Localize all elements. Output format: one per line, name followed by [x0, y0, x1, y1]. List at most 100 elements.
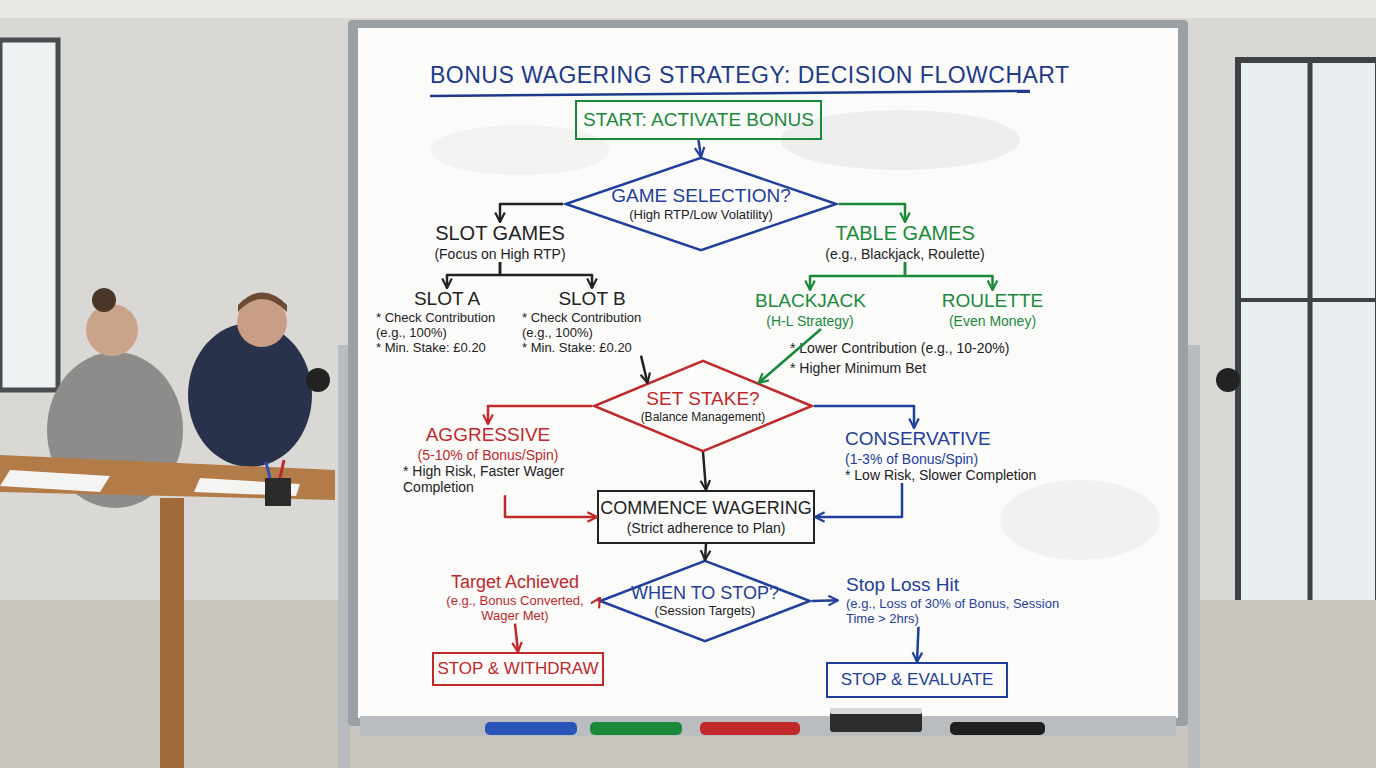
flow-arrow	[641, 356, 648, 383]
flow-arrow	[810, 262, 905, 290]
node-text: (e.g., Blackjack, Roulette)	[815, 246, 995, 262]
flow-arrow	[515, 624, 518, 652]
marker-pen	[485, 722, 577, 735]
board-frame	[348, 20, 1188, 726]
branch-heading: TABLE GAMES(e.g., Blackjack, Roulette)	[815, 222, 995, 262]
window-mullion	[1308, 60, 1313, 620]
person-head	[86, 304, 138, 356]
title-underline	[430, 91, 1030, 96]
node-text: (Strict adherence to Plan)	[627, 520, 786, 536]
pen	[280, 460, 284, 478]
node-text: (5-10% of Bonus/Spin)	[403, 447, 573, 463]
pen-cup	[265, 478, 291, 506]
node-heading: SLOT A	[376, 288, 518, 310]
node-text: (H-L Strategy)	[755, 313, 865, 329]
option-note: ROULETTE(Even Money)	[935, 290, 1050, 329]
option-note: SLOT B* Check Contribution (e.g., 100%)*…	[522, 288, 662, 356]
option-note: CONSERVATIVE(1-3% of Bonus/Spin)* Low Ri…	[830, 428, 1070, 483]
flow-arrow	[917, 627, 919, 662]
marker-pen	[700, 722, 800, 735]
flow-arrow	[812, 599, 838, 602]
outcome-note: Stop Loss Hit(e.g., Loss of 30% of Bonus…	[838, 574, 1068, 627]
node-text: * Min. Stake: £0.20	[376, 341, 518, 356]
flow-arrow	[505, 495, 597, 517]
node-heading: BLACKJACK	[755, 290, 865, 312]
pen	[266, 462, 270, 478]
node-heading: SLOT GAMES	[420, 222, 580, 245]
stand-knob	[1216, 368, 1240, 392]
flow-arrow	[699, 140, 702, 157]
stand-knob	[306, 368, 330, 392]
node-heading: ROULETTE	[935, 290, 1050, 312]
node-heading: COMMENCE WAGERING	[600, 498, 811, 519]
node-text: (Balance Management)	[641, 411, 766, 425]
flow-arrow	[703, 452, 706, 490]
flow-arrow	[839, 204, 905, 222]
node-heading: START: ACTIVATE BONUS	[583, 109, 814, 131]
node-text: * High Risk, Faster Wager Completion	[403, 463, 573, 495]
right-window	[1238, 60, 1376, 620]
node-heading: SLOT B	[522, 288, 662, 310]
flow-arrow	[447, 262, 500, 288]
option-note: AGGRESSIVE(5-10% of Bonus/Spin)* High Ri…	[403, 424, 573, 495]
node-text: * Low Risk, Slower Completion	[845, 467, 1070, 483]
flow-arrow	[488, 406, 592, 424]
person-body	[188, 323, 312, 467]
flow-arrow	[905, 262, 993, 290]
marker-tray	[360, 716, 1176, 736]
decision-diamond: WHEN TO STOP?(Session Targets)	[598, 560, 812, 642]
whiteboard	[358, 28, 1178, 718]
node-heading: Stop Loss Hit	[846, 574, 1068, 596]
paper-sheet	[0, 470, 110, 492]
ceiling	[0, 0, 1376, 18]
diamond-outline	[594, 361, 812, 451]
diamond-outline	[600, 561, 810, 641]
node-text: * Check Contribution (e.g., 100%)	[376, 311, 518, 341]
node-text: (High RTP/Low Volatility)	[629, 208, 773, 223]
node-heading: Target Achieved	[430, 572, 600, 593]
node-heading: WHEN TO STOP?	[631, 583, 779, 604]
flow-arrow	[500, 262, 592, 288]
option-note: SLOT A* Check Contribution (e.g., 100%)*…	[376, 288, 518, 356]
marker-pen	[590, 722, 682, 735]
table-leg	[160, 498, 184, 768]
eraser-felt	[830, 708, 922, 714]
decision-diamond: GAME SELECTION?(High RTP/Low Volatility)	[563, 157, 839, 251]
node-heading: TABLE GAMES	[815, 222, 995, 245]
window-mullion	[1238, 298, 1376, 302]
marker-pen	[950, 722, 1045, 735]
node-heading: CONSERVATIVE	[845, 428, 1070, 450]
node-heading: GAME SELECTION?	[611, 185, 791, 207]
flow-arrow	[815, 483, 902, 517]
node-text: (e.g., Loss of 30% of Bonus, Session Tim…	[846, 597, 1068, 627]
diagram-title: BONUS WAGERING STRATEGY: DECISION FLOWCH…	[430, 62, 1070, 89]
node-text: (Session Targets)	[655, 604, 756, 619]
smudge	[780, 110, 1020, 170]
node-text: (Focus on High RTP)	[420, 246, 580, 262]
branch-heading: SLOT GAMES(Focus on High RTP)	[420, 222, 580, 262]
note-text: * Higher Minimum Bet	[790, 360, 926, 376]
decision-diamond: SET STAKE?(Balance Management)	[592, 360, 814, 452]
node-text: * Min. Stake: £0.20	[522, 341, 662, 356]
diamond-outline	[566, 158, 836, 250]
person-hair	[92, 288, 116, 312]
node-heading: AGGRESSIVE	[403, 424, 573, 446]
note-text: * Lower Contribution (e.g., 10-20%)	[790, 340, 1009, 356]
terminal-box: STOP & WITHDRAW	[432, 652, 604, 686]
process-box: COMMENCE WAGERING(Strict adherence to Pl…	[597, 490, 815, 544]
person-hair	[238, 293, 287, 313]
node-heading: STOP & EVALUATE	[841, 670, 994, 690]
left-window	[0, 40, 58, 390]
option-note: BLACKJACK(H-L Strategy)	[755, 290, 865, 329]
node-heading: STOP & WITHDRAW	[437, 659, 598, 679]
flow-arrow	[814, 406, 914, 428]
start-box: START: ACTIVATE BONUS	[575, 100, 822, 140]
outcome-note: Target Achieved(e.g., Bonus Converted, W…	[430, 572, 600, 624]
stand-leg	[1188, 345, 1200, 768]
node-heading: SET STAKE?	[646, 388, 759, 410]
smudge	[1000, 480, 1160, 560]
flow-arrow	[500, 204, 563, 222]
node-text: (1-3% of Bonus/Spin)	[845, 451, 1070, 467]
